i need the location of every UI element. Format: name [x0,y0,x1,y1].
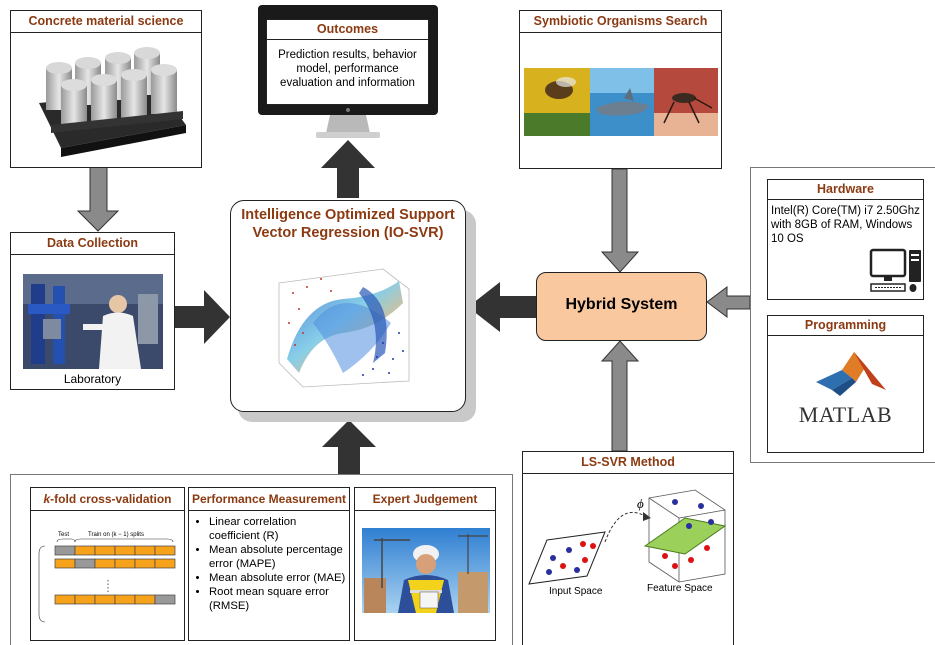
performance-box: Performance Measurement Linear correlati… [188,487,350,641]
feature-space-label: Feature Space [647,583,713,594]
tools-group-frame [750,167,935,463]
hybrid-system-title: Hybrid System [565,296,678,313]
fold-train-split [134,545,156,556]
outcomes-box: Outcomes Prediction results, behavior mo… [266,19,429,105]
outcomes-text: Prediction results, behavior model, perf… [278,49,417,89]
fold-test-split [154,594,176,605]
iosvr-box: Intelligence Optimized Support Vector Re… [230,200,466,412]
sos-title: Symbiotic Organisms Search [520,11,721,33]
kfold-title: k-fold cross-validation [31,488,184,511]
svr-surface-plot [278,268,410,388]
laboratory-photo [23,274,163,369]
performance-metric-list: Linear correlation coefficient (R) Mean … [189,515,349,613]
arrow-hybrid-to-iosvr [468,282,536,332]
arrow-data-to-iosvr [175,290,230,344]
fold-train-split [74,594,96,605]
kfold-title-k: k [43,492,51,506]
expert-box: Expert Judgement [354,487,496,641]
fold-train-split [54,594,76,605]
metric-item: Mean absolute percentage error (MAPE) [209,543,349,571]
lssvr-phi-label: ϕ [637,496,644,511]
fold-train-split [154,545,176,556]
metric-item: Linear correlation coefficient (R) [209,515,349,543]
kfold-title-rest: -fold cross-validation [50,492,172,506]
data-collection-caption: Laboratory [63,372,122,386]
engineer-photo [362,528,490,613]
kfold-test-label: Test [58,532,70,538]
arrow-bottom-to-iosvr [322,420,376,474]
kfold-box: k-fold cross-validation Test Train on (k… [30,487,185,641]
fold-train-split [114,594,136,605]
matlab-logo-text: MATLAB [798,402,893,427]
input-space-label: Input Space [549,586,603,597]
arrow-lssvr-to-hybrid [600,340,640,452]
kfold-splits-graphic [38,538,176,623]
hardware-title: Hardware [768,180,923,200]
arrow-sos-to-hybrid [600,168,640,273]
programming-box: Programming MATLAB [767,315,924,453]
data-collection-box: Data Collection Laboratory [10,232,175,390]
programming-title: Programming [768,316,923,336]
fold-train-split [134,558,156,569]
fold-train-split [74,545,96,556]
matlab-logo [816,352,886,396]
fold-train-split [114,545,136,556]
computer-icon [869,248,921,292]
fold-train-split [114,558,136,569]
fold-train-split [134,594,156,605]
fold-train-split [94,558,116,569]
arrow-concrete-to-data [76,166,120,232]
hybrid-system-box: Hybrid System [536,272,707,341]
concrete-title: Concrete material science [11,11,201,33]
hardware-text: Intel(R) Core(TM) i7 2.50Ghz with 8GB of… [771,205,920,245]
sos-box: Symbiotic Organisms Search [519,10,722,169]
concrete-cylinders-image [39,47,186,157]
fold-train-split [54,558,76,569]
hardware-box: Hardware Intel(R) Core(TM) i7 2.50Ghz wi… [767,179,924,300]
metric-item: Mean absolute error (MAE) [209,571,349,585]
fold-test-split [74,558,96,569]
data-collection-title: Data Collection [11,233,174,255]
fold-train-split [94,545,116,556]
concrete-box: Concrete material science [10,10,202,168]
iosvr-title: Intelligence Optimized Support Vector Re… [241,207,455,241]
outcomes-title: Outcomes [267,20,428,40]
arrow-tools-to-hybrid [706,286,751,318]
metric-item: Root mean square error (RMSE) [209,585,349,613]
performance-title: Performance Measurement [189,488,349,511]
bottom-group-frame [10,474,513,645]
expert-title: Expert Judgement [355,488,495,511]
sos-organisms-image [524,68,718,136]
lssvr-box: LS-SVR Method ϕ Input Space Feature Spac [522,451,734,645]
fold-train-split [154,558,176,569]
fold-train-split [94,594,116,605]
arrow-iosvr-to-outcomes [321,140,375,198]
kfold-train-label: Train on (k − 1) splits [88,532,144,538]
kernel-mapping-illustration [528,489,727,585]
fold-test-split [54,545,76,556]
lssvr-title: LS-SVR Method [523,452,733,474]
